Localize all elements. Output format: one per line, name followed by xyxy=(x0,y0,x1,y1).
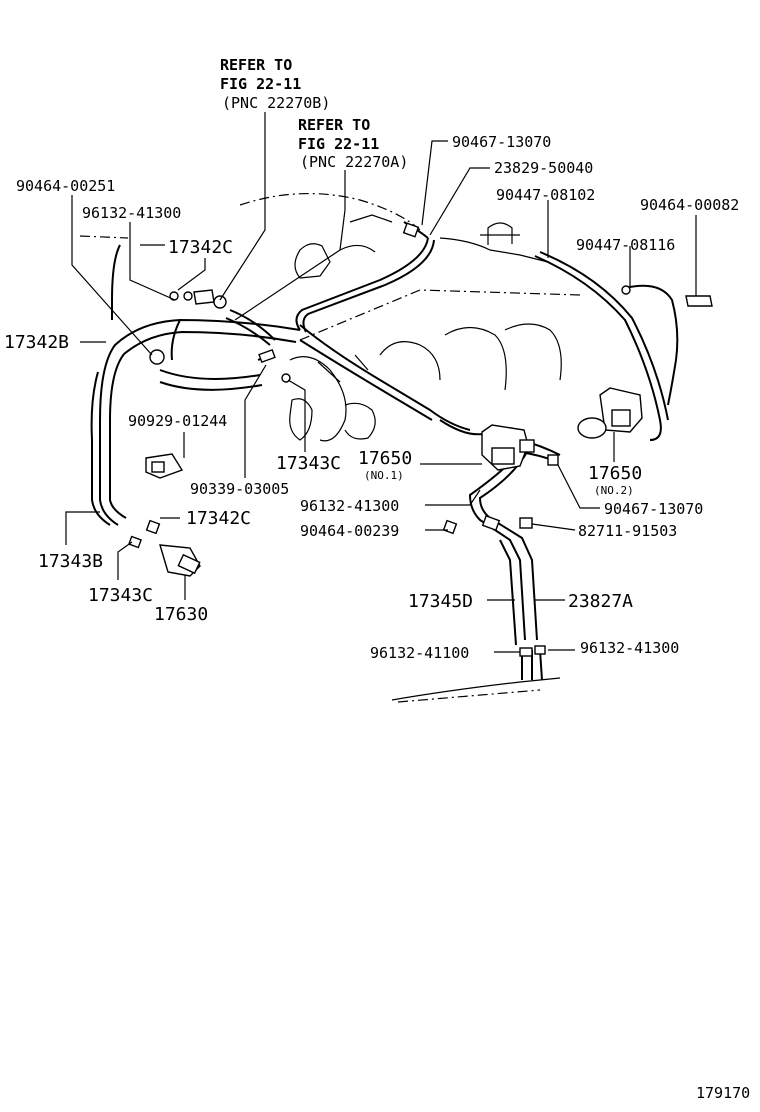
label-17342B: 17342B xyxy=(4,332,69,353)
label-90464-00082: 90464-00082 xyxy=(640,196,739,214)
label-90447-08102: 90447-08102 xyxy=(496,186,595,204)
label-17650-no1: 17650 xyxy=(358,448,412,469)
ref1-line3: (PNC 22270B) xyxy=(222,94,330,112)
vsv-no1-icon xyxy=(481,424,535,471)
intake-manifold-outline xyxy=(79,192,581,703)
label-17343C-bot: 17343C xyxy=(88,585,153,606)
label-17342C-top: 17342C xyxy=(168,237,233,258)
label-96132-41300-mid: 96132-41300 xyxy=(300,497,399,515)
part-number-labels: 90467-13070 23829-50040 90447-08102 9046… xyxy=(4,133,750,1102)
label-96132-41300-bot: 96132-41300 xyxy=(580,639,679,657)
label-17343B: 17343B xyxy=(38,551,103,572)
filter-icon xyxy=(159,544,201,577)
bracket-icon xyxy=(145,453,184,479)
label-90467-13070-top: 90467-13070 xyxy=(452,133,551,151)
label-90339-03005: 90339-03005 xyxy=(190,480,289,498)
label-82711-91503: 82711-91503 xyxy=(578,522,677,540)
label-17630: 17630 xyxy=(154,604,208,625)
vacuum-hoses xyxy=(90,221,679,681)
ref1-line2: FIG 22-11 xyxy=(220,75,301,93)
label-17342C-bot: 17342C xyxy=(186,508,251,529)
small-parts xyxy=(128,222,713,657)
label-90464-00239: 90464-00239 xyxy=(300,522,399,540)
ref2-line3: (PNC 22270A) xyxy=(300,153,408,171)
label-no1: (NO.1) xyxy=(364,469,404,482)
ref2-line2: FIG 22-11 xyxy=(298,135,379,153)
label-no2: (NO.2) xyxy=(594,484,634,497)
label-96132-41300-top: 96132-41300 xyxy=(82,204,181,222)
label-90467-13070-bot: 90467-13070 xyxy=(604,500,703,518)
label-17345D: 17345D xyxy=(408,591,473,612)
label-23827A: 23827A xyxy=(568,591,633,612)
label-96132-41100: 96132-41100 xyxy=(370,644,469,662)
label-90464-00251: 90464-00251 xyxy=(16,177,115,195)
label-90929-01244: 90929-01244 xyxy=(128,412,227,430)
vsv-no2-icon xyxy=(577,387,643,439)
diagram-id: 179170 xyxy=(696,1084,750,1102)
label-17343C-mid: 17343C xyxy=(276,453,341,474)
leader-lines xyxy=(65,112,697,653)
ref1-line1: REFER TO xyxy=(220,56,292,74)
label-90447-08116: 90447-08116 xyxy=(576,236,675,254)
label-23829-50040: 23829-50040 xyxy=(494,159,593,177)
reference-labels: REFER TO FIG 22-11 (PNC 22270B) REFER TO… xyxy=(220,56,408,171)
ref2-line1: REFER TO xyxy=(298,116,370,134)
label-17650-no2: 17650 xyxy=(588,463,642,484)
